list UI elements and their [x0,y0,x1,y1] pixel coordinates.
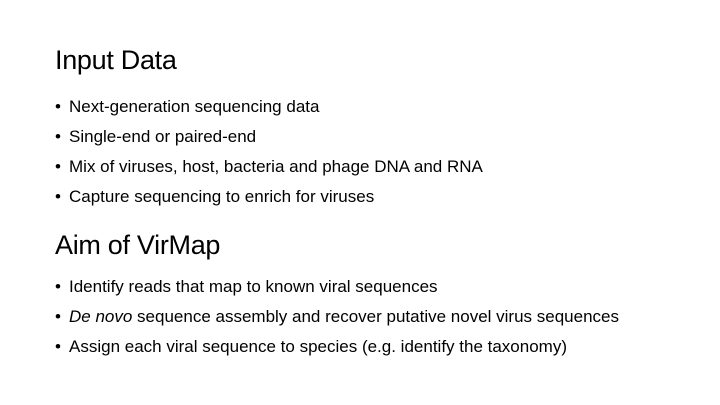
input-data-list: • Next-generation sequencing data • Single… [55,96,695,216]
list-item-text: Identify reads that map to known viral s… [69,277,438,296]
list-item-italic-text: De novo [69,307,133,326]
aim-list: • Identify reads that map to known viral … [55,276,695,366]
list-item-text: Capture sequencing to enrich for viruses [69,187,375,206]
bullet-icon: • [55,307,61,326]
bullet-icon: • [55,187,61,206]
list-item-text: Single-end or paired-end [69,127,257,146]
list-item-text: Assign each viral sequence to species (e… [69,337,567,356]
list-item-text: Mix of viruses, host, bacteria and phage… [69,157,483,176]
bullet-icon: • [55,277,61,296]
bullet-icon: • [55,337,61,356]
list-item: • Next-generation sequencing data [55,96,695,117]
section-title-input-data: Input Data [55,45,177,75]
list-item: • Single-end or paired-end [55,126,695,147]
list-item: • Mix of viruses, host, bacteria and phag… [55,156,695,177]
list-item: • Identify reads that map to known viral … [55,276,695,297]
bullet-icon: • [55,157,61,176]
bullet-icon: • [55,127,61,146]
list-item: • Assign each viral sequence to species (… [55,336,695,357]
list-item: • De novo sequence assembly and recover p… [55,306,695,327]
list-item: • Capture sequencing to enrich for viruse… [55,186,695,207]
list-item-text: sequence assembly and recover putative n… [132,307,619,326]
section-title-aim-of-virmap: Aim of VirMap [55,230,221,260]
list-item-text: Next-generation sequencing data [69,97,320,116]
bullet-icon: • [55,97,61,116]
